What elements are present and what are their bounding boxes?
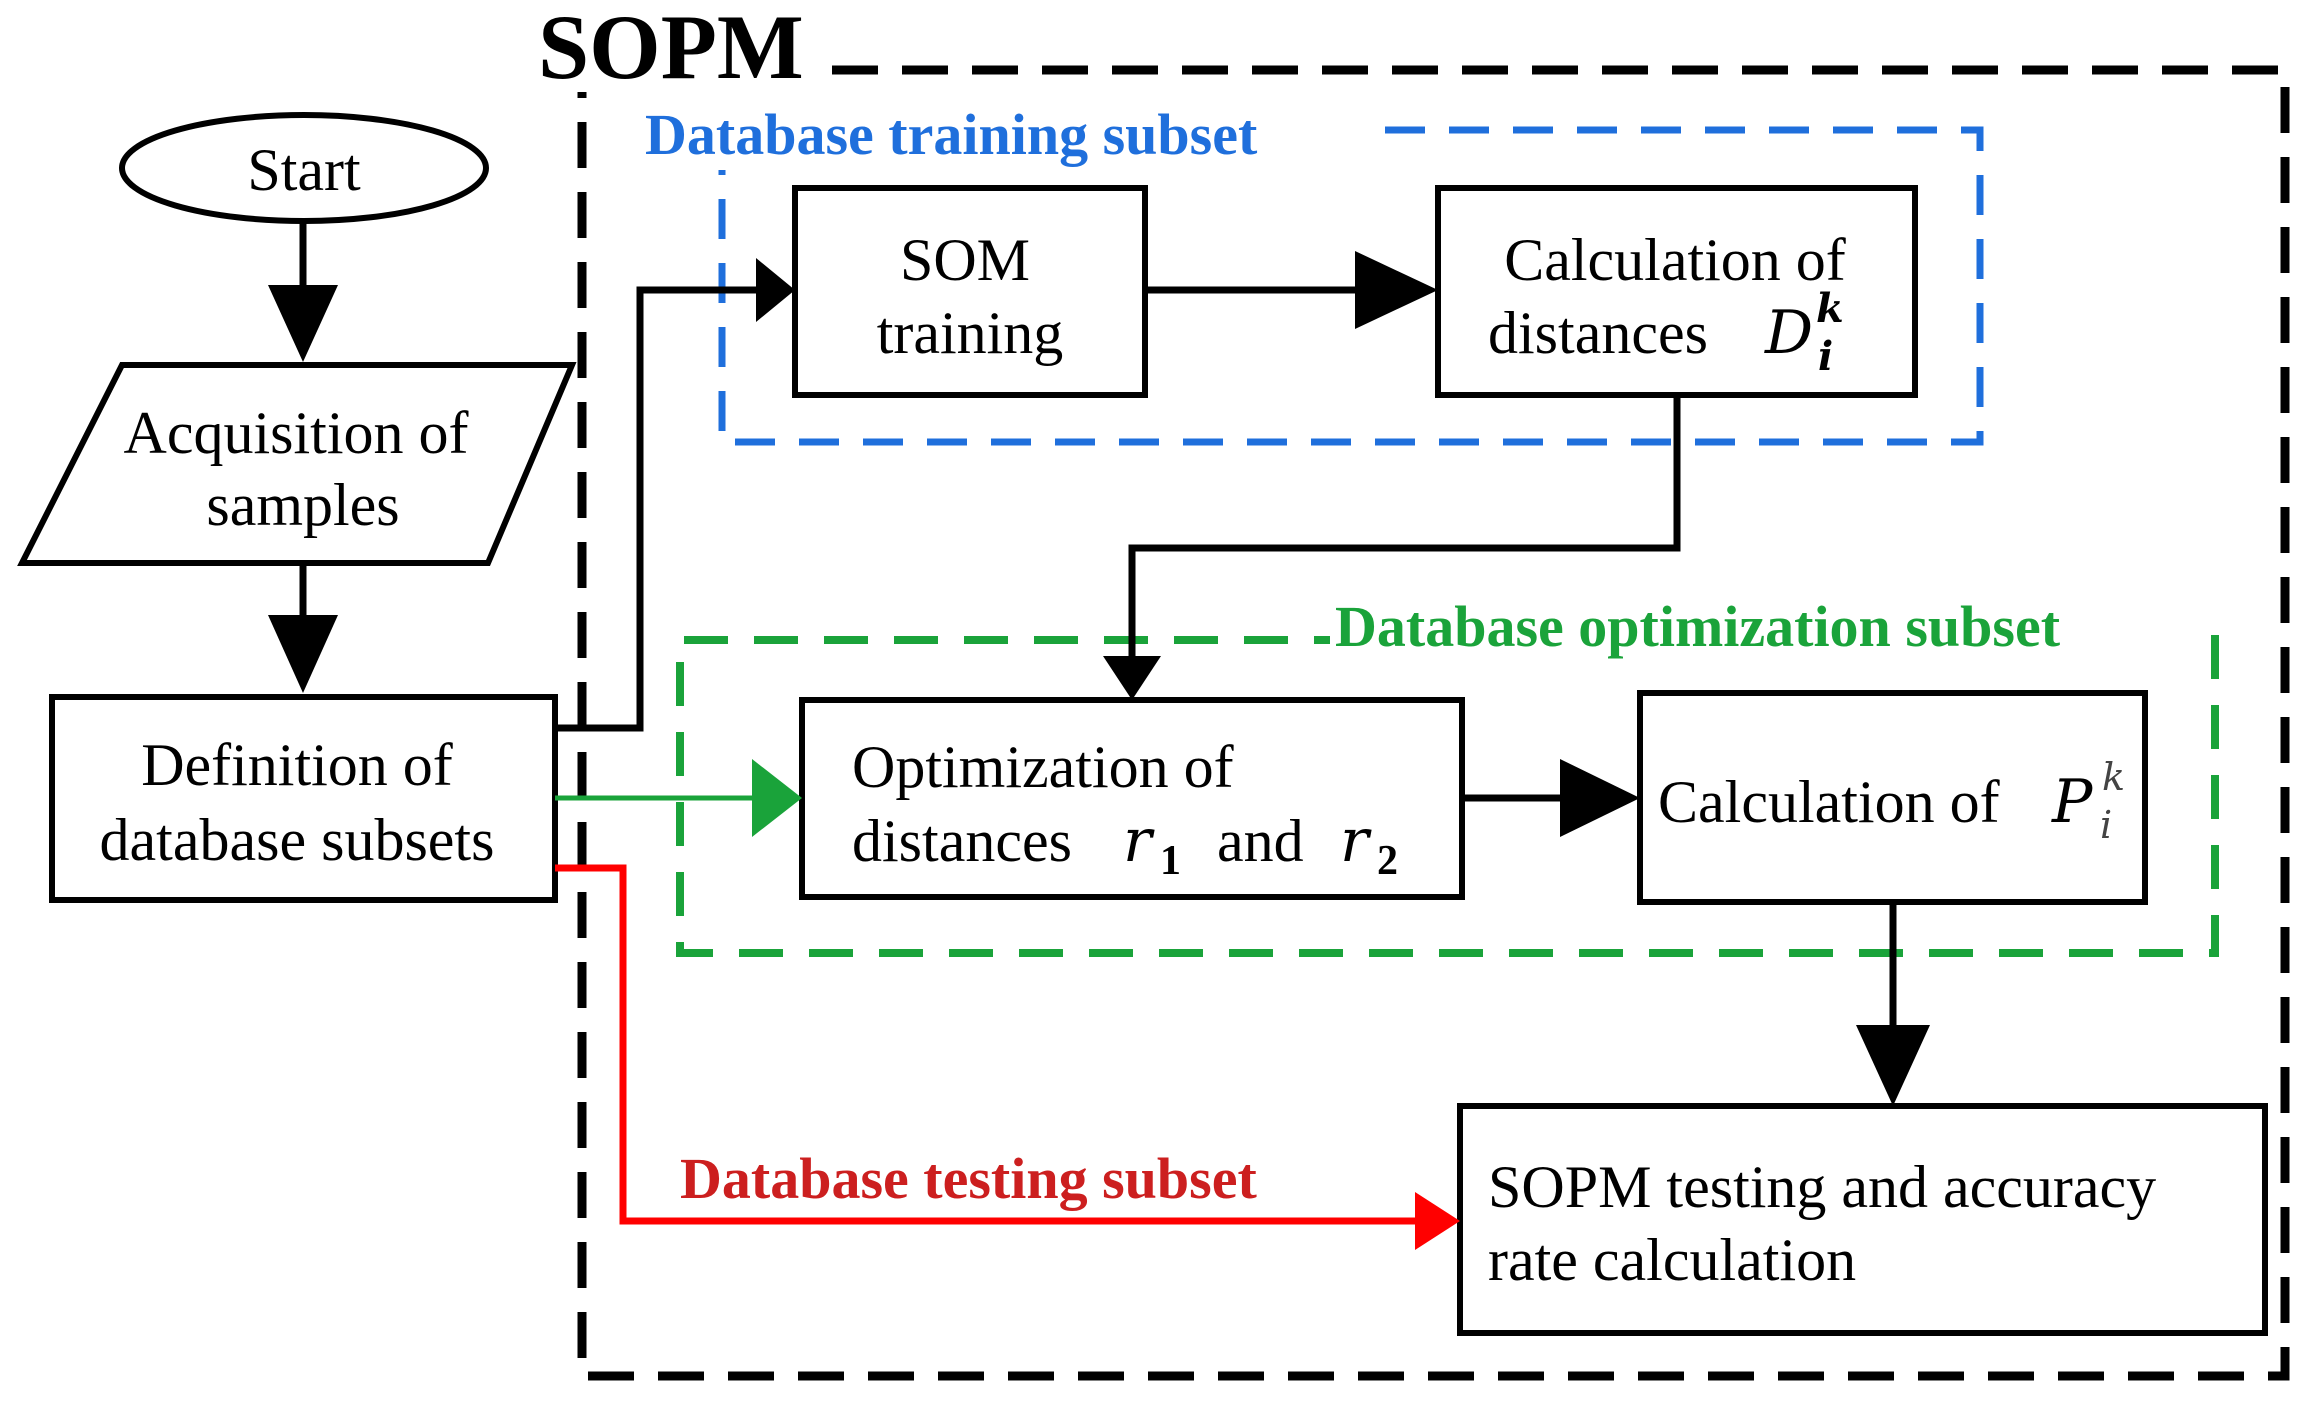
- calc-distances-label-line1: Calculation of: [1504, 227, 1846, 293]
- optimization-subset-region: Database optimization subset: [676, 594, 2219, 957]
- optimization-node: Optimization of distances r 1 and r 2: [799, 697, 1465, 900]
- sopm-testing-node: SOPM testing and accuracy rate calculati…: [1457, 1103, 2268, 1336]
- acquisition-parallelogram: [17, 362, 577, 566]
- sopm-region-border: [577, 65, 2290, 1381]
- r1-symbol: r: [1123, 806, 1155, 876]
- definition-label-line2: database subsets: [100, 807, 495, 873]
- p-symbol-sup: k: [2102, 755, 2125, 799]
- optimization-label-line2: distances: [852, 808, 1072, 874]
- arrow-distances-to-optimization: [1128, 395, 1681, 660]
- distance-symbol-sup: k: [1816, 285, 1844, 332]
- sopm-testing-box: [1457, 1103, 2268, 1336]
- optimization-and: and: [1217, 808, 1304, 874]
- arrowhead-definition-to-optimization: [752, 759, 802, 837]
- sopm-testing-label-line1: SOPM testing and accuracy: [1488, 1154, 2156, 1220]
- optimization-subset-border: [676, 635, 2219, 957]
- calc-p-node: Calculation of P k i: [1637, 690, 2148, 905]
- som-training-label-line1: SOM: [900, 227, 1030, 293]
- arrowhead-definition-to-testing: [1415, 1192, 1460, 1250]
- arrowhead-optimization-to-p: [1560, 759, 1640, 837]
- arrowhead-distances-to-optimization: [1103, 656, 1161, 700]
- definition-label-line1: Definition of: [141, 732, 453, 798]
- sopm-title: SOPM: [538, 0, 804, 98]
- calc-distances-word: distances: [1488, 300, 1708, 366]
- acquisition-label-line1: Acquisition of: [124, 400, 469, 466]
- optimization-subset-label: Database optimization subset: [1335, 594, 2061, 659]
- sopm-testing-label-line2: rate calculation: [1488, 1227, 1856, 1293]
- arrowhead-p-to-testing: [1856, 1025, 1930, 1106]
- calc-p-label: Calculation of: [1658, 769, 2000, 835]
- testing-subset-label: Database testing subset: [680, 1146, 1257, 1211]
- connectors: [268, 221, 1930, 1250]
- training-subset-border: [718, 126, 1984, 446]
- acquisition-label-line2: samples: [206, 472, 399, 538]
- optimization-label-line1: Optimization of: [852, 734, 1234, 800]
- distance-symbol-sub: i: [1818, 333, 1833, 380]
- training-subset-region: Database training subset: [645, 102, 1984, 446]
- r2-symbol: r: [1340, 806, 1372, 876]
- calc-distances-node: Calculation of distances D k i: [1435, 185, 1918, 398]
- start-label: Start: [247, 137, 361, 203]
- definition-box: [49, 694, 558, 903]
- arrowhead-definition-to-som: [756, 258, 795, 322]
- calc-p-box: [1637, 690, 2148, 905]
- arrow-definition-to-testing: [555, 864, 1420, 1225]
- p-symbol-sub: i: [2100, 803, 2112, 847]
- som-training-label-line2: training: [877, 300, 1064, 366]
- definition-node: Definition of database subsets: [49, 694, 558, 903]
- distance-symbol-d: D: [1764, 298, 1813, 368]
- arrowhead-acquisition-to-definition: [268, 615, 338, 693]
- r1-subscript: 1: [1160, 838, 1181, 884]
- r2-subscript: 2: [1377, 838, 1398, 884]
- arrowhead-start-to-acquisition: [268, 285, 338, 362]
- arrow-definition-to-som: [555, 286, 760, 732]
- calc-distances-label-line2: distances: [1488, 300, 1708, 366]
- calc-distances-box: [1435, 185, 1918, 398]
- p-symbol: P: [2051, 767, 2094, 837]
- arrowhead-som-to-distances: [1355, 251, 1438, 329]
- start-node: Start: [119, 112, 489, 224]
- training-subset-label: Database training subset: [645, 102, 1258, 167]
- som-training-node: SOM training: [792, 185, 1148, 398]
- sopm-region: SOPM: [538, 0, 2290, 1381]
- acquisition-node: Acquisition of samples: [17, 362, 577, 566]
